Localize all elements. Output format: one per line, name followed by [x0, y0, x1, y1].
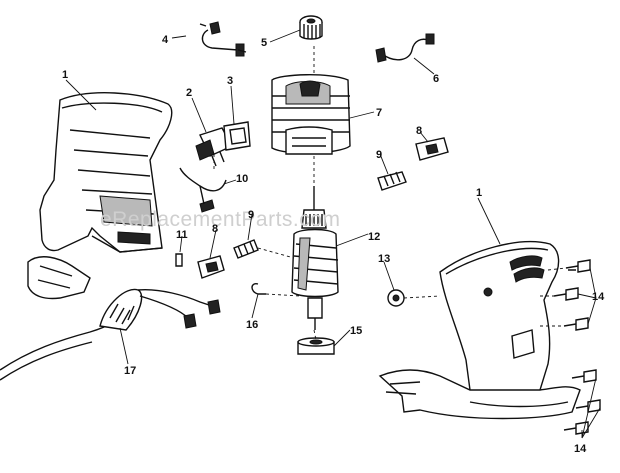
callout-9-lower: 9 — [248, 209, 254, 221]
callout-5: 5 — [261, 37, 267, 49]
callouts: 1 2 3 4 5 6 7 8 9 10 11 9 8 12 13 16 15 … — [62, 34, 605, 455]
callout-16: 16 — [246, 319, 258, 331]
retaining-ring — [251, 283, 266, 295]
callout-1-left: 1 — [62, 69, 68, 81]
callout-12: 12 — [368, 231, 380, 243]
callout-10: 10 — [236, 173, 248, 185]
housing-left — [27, 92, 173, 300]
jumper-wire — [199, 21, 247, 57]
callout-15: 15 — [350, 325, 362, 337]
power-cord — [0, 288, 221, 381]
leader-lines — [65, 29, 601, 439]
callout-1-right: 1 — [476, 187, 482, 199]
callout-11: 11 — [176, 229, 188, 241]
fan — [299, 15, 323, 40]
callout-8-upper: 8 — [416, 125, 422, 137]
callout-14-lower: 14 — [574, 443, 587, 455]
brush-holder-upper — [415, 137, 449, 161]
brush-lower — [233, 239, 259, 259]
callout-4: 4 — [162, 34, 169, 46]
callout-13: 13 — [378, 253, 390, 265]
brush-holder-lower — [197, 255, 225, 279]
lead-wire — [375, 33, 435, 63]
callout-17: 17 — [124, 365, 136, 377]
callout-14-upper: 14 — [592, 291, 605, 303]
clip — [175, 253, 183, 267]
callout-8-lower: 8 — [212, 223, 218, 235]
assembly-lines — [213, 46, 441, 341]
brush-upper — [377, 171, 407, 191]
armature — [291, 186, 339, 330]
callout-6: 6 — [433, 73, 439, 85]
lead-wire-10 — [179, 167, 227, 213]
watermark-text: eReplacementParts.com — [100, 208, 340, 231]
bearing — [297, 337, 335, 355]
callout-3: 3 — [227, 75, 233, 87]
washer — [387, 289, 405, 307]
callout-9-upper: 9 — [376, 149, 382, 161]
callout-2: 2 — [186, 87, 192, 99]
housing-right — [378, 241, 581, 420]
screws-upper — [540, 259, 591, 331]
switch-label-plate — [223, 121, 251, 151]
screws-lower — [563, 369, 601, 435]
callout-7: 7 — [376, 107, 382, 119]
field-stator — [271, 74, 351, 155]
